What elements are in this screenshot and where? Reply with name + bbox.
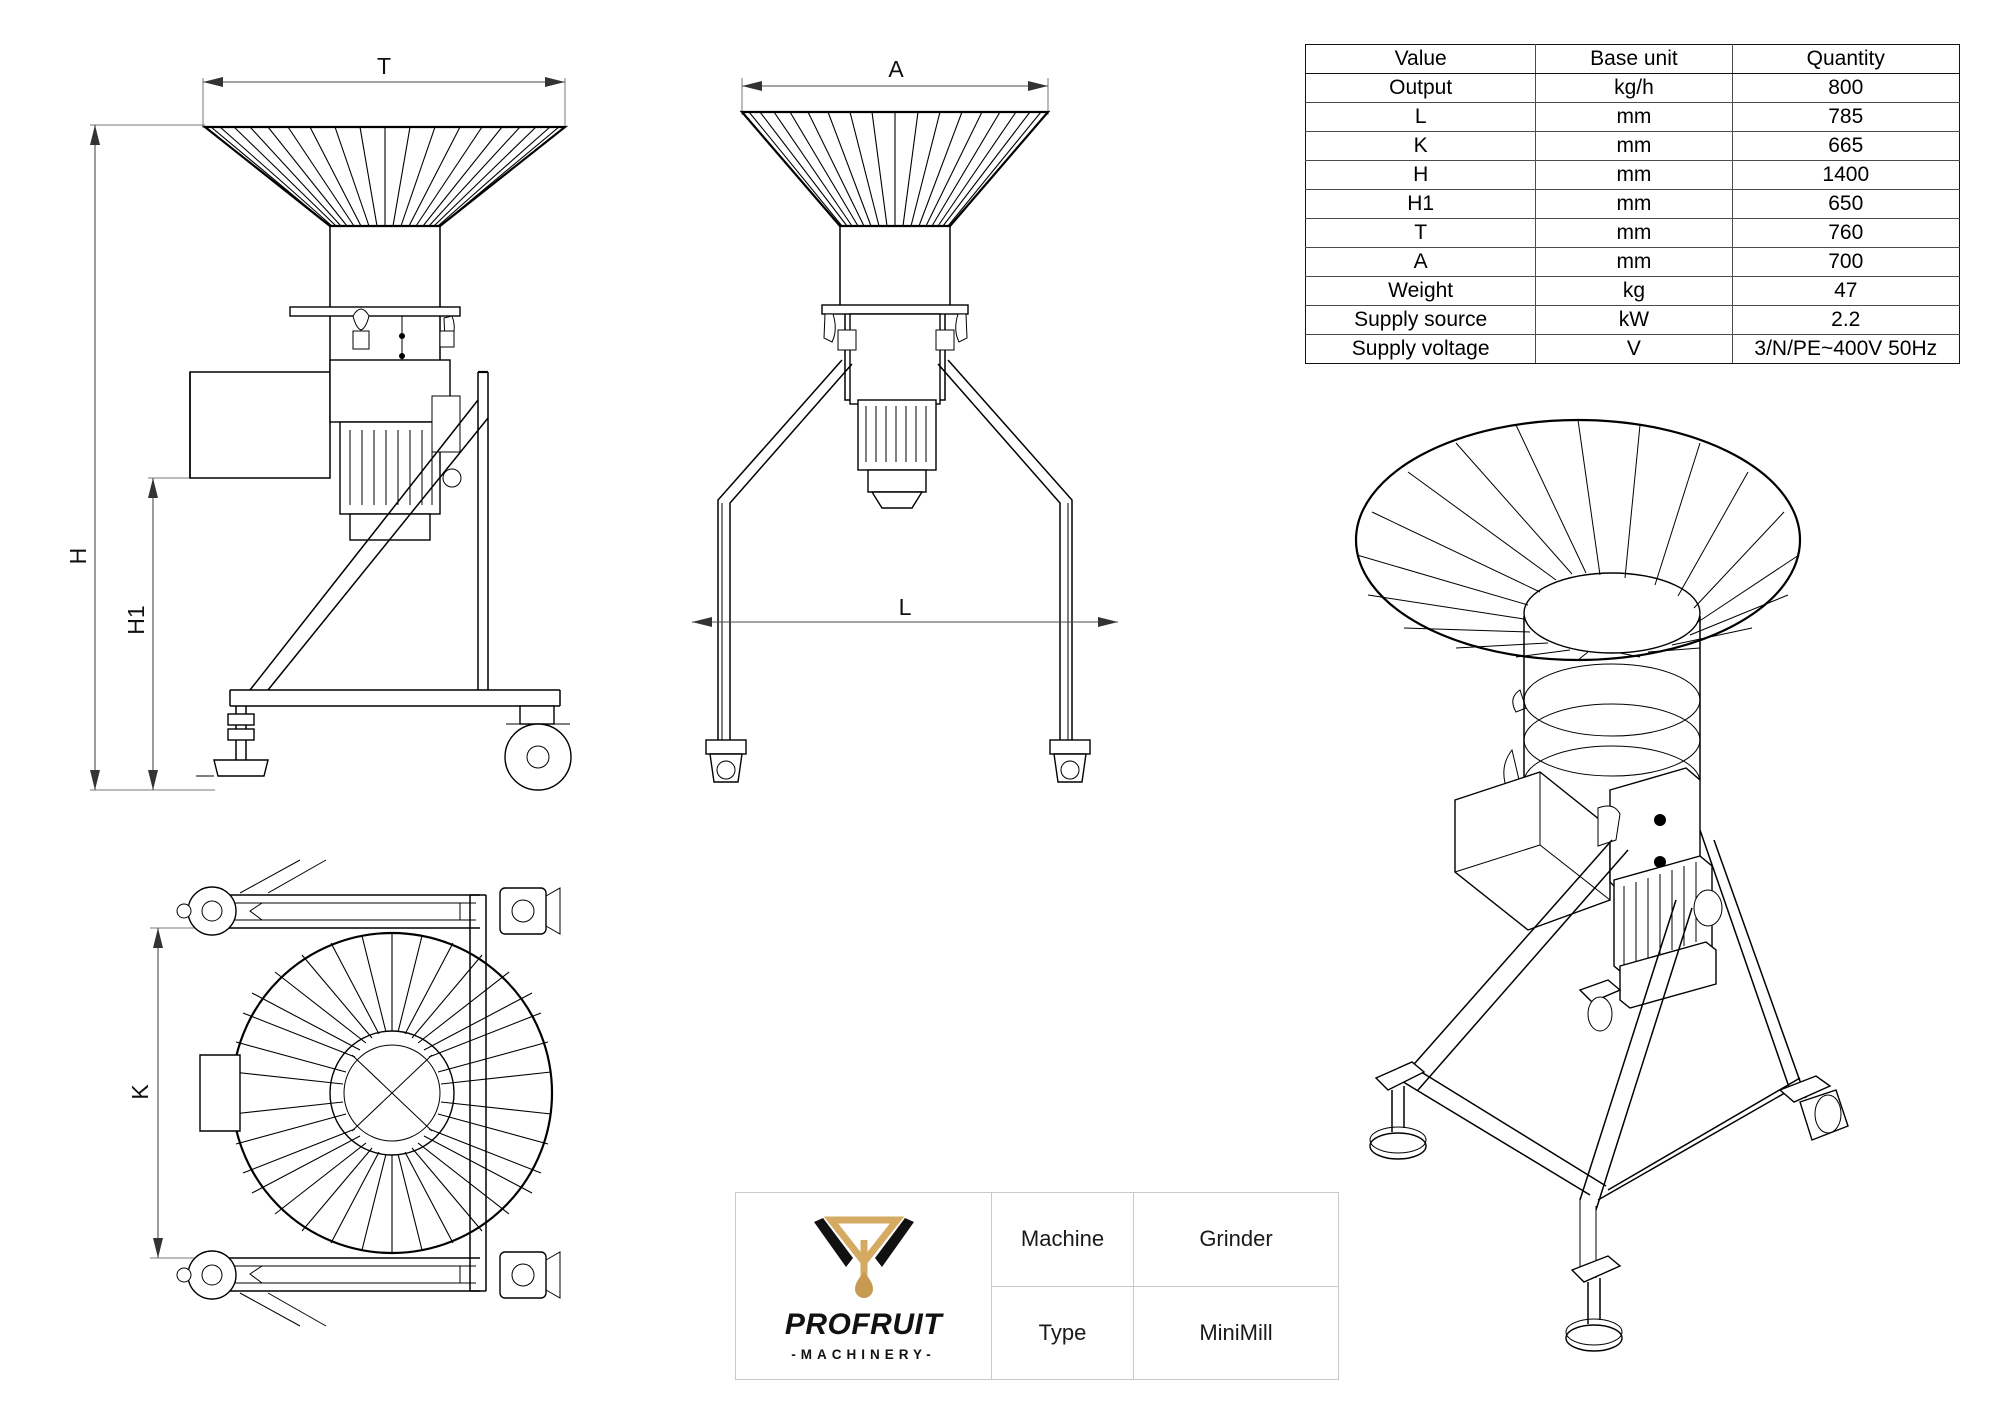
cell-unit: mm <box>1535 247 1733 277</box>
logo-tagline: -MACHINERY- <box>791 1347 936 1362</box>
cell-value: K <box>1304 131 1537 161</box>
corner-fittings-plan <box>176 886 561 1300</box>
discharge-chute-plan <box>199 1054 241 1132</box>
cell-unit: mm <box>1535 131 1733 161</box>
title-block: PROFRUIT -MACHINERY- Machine Grinder Typ… <box>735 1192 1339 1380</box>
dim-label-L: L <box>899 594 912 620</box>
field-value-machine: Grinder <box>1199 1226 1273 1252</box>
cell-unit: mm <box>1535 189 1733 219</box>
dimension-L: L <box>692 594 1118 627</box>
cell-unit: kW <box>1535 305 1733 335</box>
dimension-T: T <box>202 53 566 128</box>
table-row: Supply voltage V 3/N/PE~400V 50Hz <box>1304 334 1961 364</box>
title-block-fields: Machine Grinder Type MiniMill <box>992 1193 1338 1379</box>
table-row: A mm 700 <box>1304 247 1961 277</box>
company-logo: PROFRUIT -MACHINERY- <box>736 1193 992 1379</box>
feet-iso <box>1369 979 1849 1352</box>
cell-quantity: 47 <box>1731 276 1961 306</box>
table-row: Weight kg 47 <box>1304 276 1961 306</box>
motor-side <box>857 399 937 509</box>
frame-front <box>229 370 561 707</box>
dimension-A: A <box>741 56 1049 115</box>
cell-unit: mm <box>1535 218 1733 248</box>
frame-iso <box>1399 829 1807 1278</box>
table-row: Output kg/h 800 <box>1304 73 1961 103</box>
iso-view <box>1354 418 1849 1352</box>
frame-plan <box>210 859 487 1327</box>
field-key-type: Type <box>992 1286 1134 1379</box>
cell-value: H <box>1304 160 1537 190</box>
table-row: H1 mm 650 <box>1304 189 1961 219</box>
cell-value: Supply source <box>1304 305 1537 335</box>
cell-value: H1 <box>1304 189 1537 219</box>
cell-quantity: 800 <box>1731 73 1961 103</box>
cell-value: T <box>1304 218 1537 248</box>
header-value: Value <box>1304 44 1537 74</box>
side-view: A <box>692 56 1118 783</box>
discharge-chute-front <box>189 371 331 479</box>
cell-quantity: 700 <box>1731 247 1961 277</box>
cell-quantity: 760 <box>1731 218 1961 248</box>
cell-unit: mm <box>1535 160 1733 190</box>
dimension-H1: H1 <box>123 477 215 791</box>
motor-iso <box>1613 855 1723 1009</box>
dim-label-A: A <box>888 56 904 82</box>
cell-value: L <box>1304 102 1537 132</box>
caster-wheel-front <box>504 705 572 791</box>
hopper-plan <box>230 931 554 1255</box>
motor-front <box>329 316 462 541</box>
dim-label-T: T <box>377 53 391 79</box>
cell-value: Output <box>1304 73 1537 103</box>
mill-body-front <box>289 226 461 373</box>
table-row: K mm 665 <box>1304 131 1961 161</box>
cell-unit: kg/h <box>1535 73 1733 103</box>
triangle-droplet-logo-icon <box>813 1216 914 1298</box>
top-view: K <box>127 859 561 1327</box>
hopper-ribs-plan <box>232 933 552 1253</box>
dim-label-H: H <box>65 548 91 565</box>
dimension-K: K <box>127 927 230 1259</box>
leveling-foot-front <box>196 706 269 777</box>
mill-body-side <box>821 226 969 405</box>
header-base-unit: Base unit <box>1535 44 1733 74</box>
casters-side <box>705 739 1091 783</box>
dim-label-K: K <box>127 1084 153 1100</box>
title-block-row-type: Type MiniMill <box>992 1286 1338 1379</box>
table-header-row: Value Base unit Quantity <box>1304 44 1961 74</box>
table-row: L mm 785 <box>1304 102 1961 132</box>
cell-quantity: 665 <box>1731 131 1961 161</box>
hopper-side <box>739 110 1051 228</box>
header-quantity: Quantity <box>1731 44 1961 74</box>
cell-unit: kg <box>1535 276 1733 306</box>
cell-unit: mm <box>1535 102 1733 132</box>
table-row: T mm 760 <box>1304 218 1961 248</box>
cell-quantity: 1400 <box>1731 160 1961 190</box>
title-block-row-machine: Machine Grinder <box>992 1193 1338 1287</box>
hopper-front <box>201 125 569 228</box>
logo-wordmark: PROFRUIT <box>784 1308 943 1341</box>
cell-unit: V <box>1535 334 1733 364</box>
hopper-iso <box>1354 418 1802 662</box>
cell-quantity: 3/N/PE~400V 50Hz <box>1731 334 1961 364</box>
cell-quantity: 2.2 <box>1731 305 1961 335</box>
dim-label-H1: H1 <box>123 605 149 634</box>
cell-value: Weight <box>1304 276 1537 306</box>
field-value-type: MiniMill <box>1199 1319 1273 1345</box>
front-view: T H H1 <box>65 53 572 791</box>
cell-value: Supply voltage <box>1304 334 1537 364</box>
specification-table: Value Base unit Quantity Output kg/h 800… <box>1304 44 1961 364</box>
cell-quantity: 785 <box>1731 102 1961 132</box>
cell-quantity: 650 <box>1731 189 1961 219</box>
field-key-machine: Machine <box>992 1193 1134 1286</box>
table-row: H mm 1400 <box>1304 160 1961 190</box>
dimension-H: H <box>65 124 205 791</box>
table-row: Supply source kW 2.2 <box>1304 305 1961 335</box>
hopper-ribs-iso <box>1356 419 1800 661</box>
discharge-chute-iso <box>1454 771 1611 931</box>
cell-value: A <box>1304 247 1537 277</box>
